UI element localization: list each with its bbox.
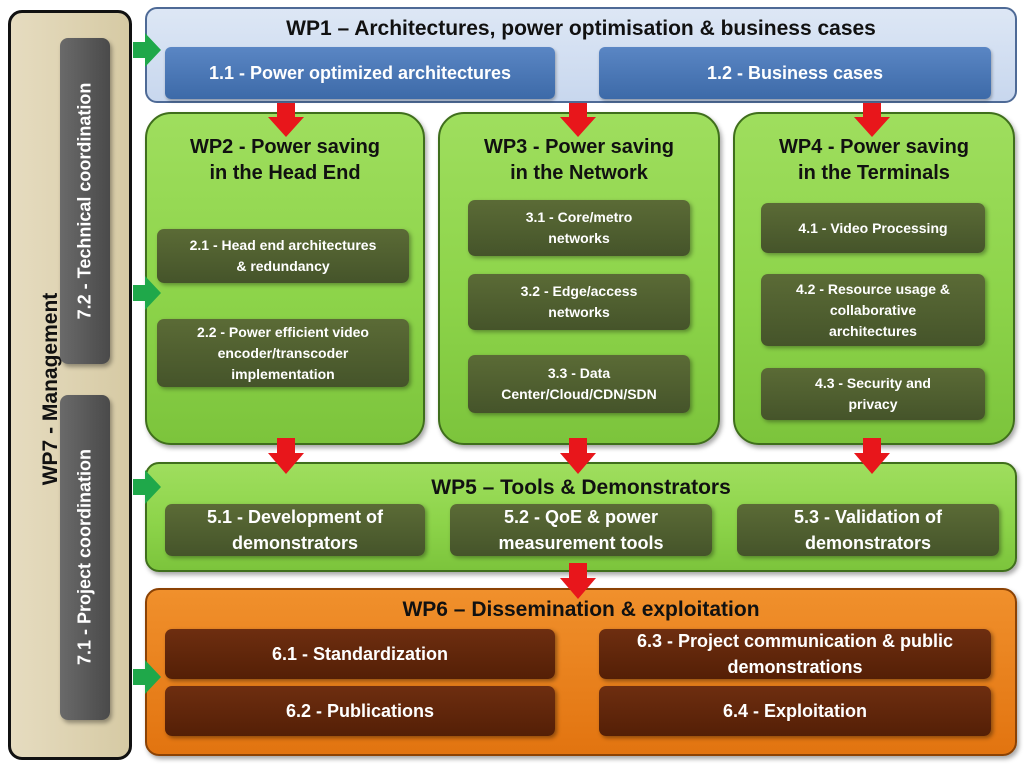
arrow-wp7-to-wp5 [133, 470, 161, 504]
project-coordination-label: 7.1 - Project coordination [74, 448, 95, 666]
wp2-title: WP2 - Power saving in the Head End [189, 136, 381, 184]
wp6-panel: WP6 – Dissemination & exploitation 6.1 -… [145, 588, 1017, 756]
arrow-wp2-to-wp5 [268, 438, 304, 474]
project-coordination-box: 7.1 - Project coordination [60, 395, 110, 720]
wp3-panel: WP3 - Power saving in the Network 3.1 - … [438, 112, 720, 445]
arrow-wp3-to-wp5 [560, 438, 596, 474]
task-1-1: 1.1 - Power optimized architectures [165, 47, 555, 99]
task-6-4: 6.4 - Exploitation [599, 686, 991, 736]
wp2-panel: WP2 - Power saving in the Head End 2.1 -… [145, 112, 425, 445]
wp4-panel: WP4 - Power saving in the Terminals 4.1 … [733, 112, 1015, 445]
arrow-wp5-to-wp6 [560, 563, 596, 599]
wp5-title: WP5 – Tools & Demonstrators [431, 476, 731, 499]
task-1-2: 1.2 - Business cases [599, 47, 991, 99]
wp1-panel: WP1 – Architectures, power optimisation … [145, 7, 1017, 103]
task-6-2: 6.2 - Publications [165, 686, 555, 736]
arrow-wp7-to-wp6 [133, 660, 161, 694]
arrow-wp1-to-wp3 [560, 103, 596, 137]
wp3-title: WP3 - Power saving in the Network [483, 136, 675, 184]
arrow-wp7-to-wp1 [133, 33, 161, 67]
arrow-wp1-to-wp4 [854, 103, 890, 137]
wp6-title: WP6 – Dissemination & exploitation [402, 598, 760, 621]
technical-coordination-box: 7.2 - Technical coordination [60, 38, 110, 364]
arrow-wp7-to-wp2 [133, 276, 161, 310]
arrow-wp4-to-wp5 [854, 438, 890, 474]
wp4-title: WP4 - Power saving in the Terminals [778, 136, 970, 184]
arrow-wp1-to-wp2 [268, 103, 304, 137]
wp5-panel: WP5 – Tools & Demonstrators 5.1 - Develo… [145, 462, 1017, 572]
task-6-1: 6.1 - Standardization [165, 629, 555, 679]
technical-coordination-label: 7.2 - Technical coordination [74, 82, 95, 320]
wp1-title: WP1 – Architectures, power optimisation … [286, 17, 876, 40]
task-2-1: 2.1 - Head end architectures& redundancy [157, 229, 409, 283]
task-4-1: 4.1 - Video Processing [761, 203, 985, 253]
